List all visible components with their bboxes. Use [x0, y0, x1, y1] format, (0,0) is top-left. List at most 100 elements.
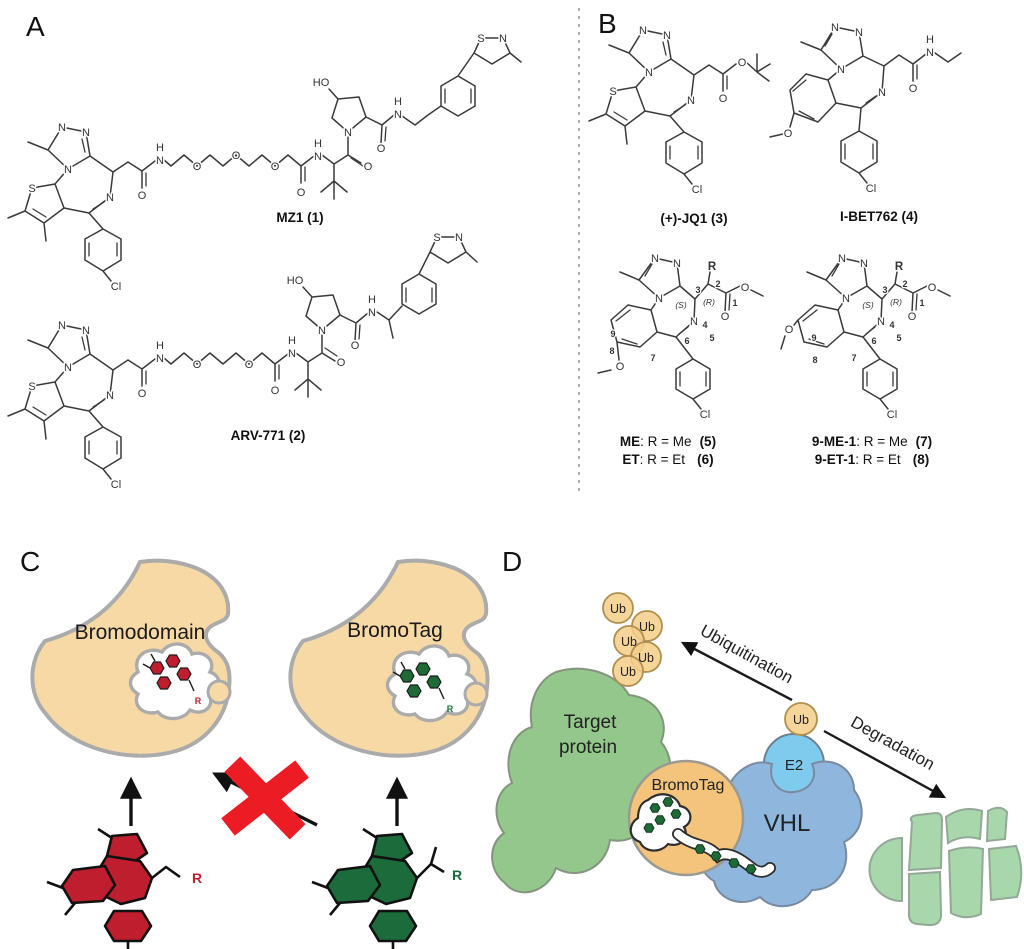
atom-label: O — [616, 361, 625, 373]
et-label-line2: ET: R = Et(6) — [622, 452, 713, 467]
panel-d-cartoon: Ub Ub Ub Ub Ub Ub Target protein BromoTa… — [491, 592, 1023, 927]
ub-label: Ub — [638, 651, 654, 665]
pocket-ligand-red — [142, 653, 195, 692]
double-bond-ticks — [615, 263, 731, 387]
compound-number: (6) — [697, 452, 714, 467]
atom-label: O — [193, 161, 202, 173]
ring — [176, 667, 192, 681]
locant-label: 1 — [919, 298, 924, 308]
atom-label: N — [288, 348, 296, 360]
red-cross-icon — [221, 756, 309, 840]
locant-label: 6 — [684, 336, 689, 346]
bond-skeleton — [141, 236, 478, 398]
locant-label: 5 — [896, 333, 901, 343]
atom-label: O — [738, 57, 747, 69]
compound-code: ME — [620, 434, 640, 449]
fragment — [868, 836, 903, 903]
ub-circle — [612, 655, 644, 687]
panel-a-letter: A — [26, 11, 45, 42]
mz1-core: N N N N S Cl O — [7, 121, 148, 295]
atom-label: H — [368, 294, 376, 306]
atom-label: N — [82, 325, 90, 337]
atom-label: HO — [287, 275, 304, 287]
compound-number: (5) — [700, 434, 717, 449]
locant-label: 7 — [650, 353, 655, 363]
six-ring — [60, 864, 117, 905]
atom-label: N — [455, 232, 463, 244]
me-label-line1: ME: R = Me(5) — [620, 434, 716, 449]
bond-skeleton — [588, 29, 771, 185]
atom-label: N — [58, 320, 66, 332]
atom-label: N — [318, 325, 326, 337]
ubiquitin-chain: Ub Ub Ub Ub Ub — [602, 592, 663, 687]
ub-on-e2 — [784, 702, 818, 736]
arv-core: N N N N S Cl O — [7, 319, 148, 493]
pocket-ligand-green — [392, 661, 445, 700]
atom-label: N — [855, 27, 863, 39]
locant-label: 8 — [609, 346, 614, 356]
atom-label: O — [271, 161, 280, 173]
e2-label: E2 — [785, 757, 803, 774]
ligand-stubs — [311, 827, 445, 949]
double-bond-ticks — [32, 138, 147, 257]
arv-linker-and-vhl-ligand: N H O O O N H O N HO O N H S N — [141, 231, 478, 399]
jq1-name-label: (+)-JQ1 (3) — [660, 211, 727, 226]
atom-label: O — [351, 340, 360, 352]
atom-label: Cl — [111, 281, 121, 293]
jq1-core: N N N N S Cl O O — [588, 24, 771, 198]
atom-label: H — [288, 335, 296, 347]
atom-label: O — [908, 311, 917, 323]
atom-label: N — [673, 258, 681, 270]
target-protein-shape — [491, 667, 672, 894]
bromotag-domain-label: BromoTag — [652, 777, 725, 794]
ub-label: Ub — [793, 713, 809, 727]
bromodomain-label: Bromodomain — [75, 621, 206, 644]
locant-label: 4 — [702, 320, 707, 330]
locant-label: 1 — [732, 298, 737, 308]
atom-label: O — [377, 143, 386, 155]
ibet762-name-label: I-BET762 (4) — [840, 209, 918, 224]
atom-label: N — [687, 95, 695, 107]
six-ring — [368, 909, 418, 943]
atom-label: Cl — [887, 409, 897, 421]
locant-label: 2 — [902, 279, 907, 289]
atom-label: N — [655, 293, 663, 305]
atom-label: S — [477, 33, 484, 45]
bond-skeleton — [141, 37, 522, 200]
atom-label: N — [837, 64, 845, 76]
fragment — [947, 846, 985, 919]
atom-label: O — [271, 385, 280, 397]
atom-label: N — [663, 30, 671, 42]
atom-label: H — [926, 34, 934, 46]
panel-d-letter: D — [502, 546, 522, 577]
stereo-label: (S) — [675, 300, 687, 310]
r-label-green: R — [452, 867, 462, 883]
atom-label: O — [245, 359, 254, 371]
degraded-protein-fragments — [868, 806, 1023, 927]
atom-label: O — [138, 190, 147, 202]
atom-label: O — [784, 128, 793, 140]
atom-label: O — [928, 282, 937, 294]
r-definition: : R = Et — [855, 452, 901, 467]
atom-label: Cl — [700, 409, 710, 421]
ring — [165, 654, 181, 668]
atom-label: N — [106, 192, 114, 204]
r-label-red: R — [192, 870, 202, 886]
atom-label: N — [860, 258, 868, 270]
locant-label: 3 — [695, 285, 700, 295]
compound-number: (7) — [916, 434, 933, 449]
stereo-label: (R) — [890, 297, 902, 307]
cartoon-ligand-green — [311, 827, 445, 949]
atom-label: N — [64, 164, 72, 176]
atom-label: S — [609, 86, 616, 98]
ub-label: Ub — [621, 635, 637, 649]
locant-label: 9 — [610, 329, 615, 339]
locant-label: 2 — [715, 279, 720, 289]
fragment — [907, 811, 944, 872]
atom-label: H — [156, 142, 164, 154]
fragment — [907, 870, 943, 927]
vhl-label: VHL — [764, 810, 811, 837]
atom-label: N — [64, 362, 72, 374]
